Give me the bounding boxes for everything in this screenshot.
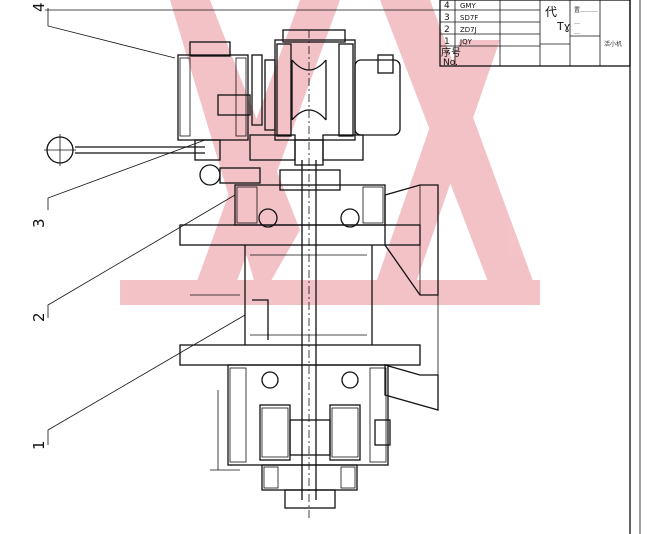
title-block: 4 GMY 3 SD7F 2 ZD7J 1 JQY 序号 No. 代 Tɣ 置……	[439, 0, 631, 68]
column-cn: 代	[545, 5, 557, 19]
row-no-3: 3	[444, 13, 450, 23]
header-en: No.	[443, 58, 458, 68]
row-code-1: JQY	[459, 38, 473, 46]
callout-label-2: 2	[30, 312, 48, 322]
row-code-4: GMY	[460, 2, 476, 10]
header-cn: 序号	[441, 46, 461, 59]
row-no-1: 1	[444, 37, 450, 47]
row-code-2: ZD7J	[460, 26, 477, 34]
assembly	[44, 29, 439, 520]
callout-leaders	[47, 8, 246, 445]
handwritten-note-3: …	[574, 29, 580, 36]
row-code-3: SD7F	[460, 14, 478, 22]
handwritten-note-4: 活小机	[604, 40, 622, 48]
column-en: Tɣ	[556, 20, 571, 33]
row-no-2: 2	[444, 25, 450, 35]
callout-label-1: 1	[30, 440, 48, 450]
callout-label-4: 4	[30, 2, 48, 12]
handwritten-note-2: …	[574, 19, 580, 26]
handwritten-note-1: 置………	[574, 7, 598, 14]
callout-label-3: 3	[30, 218, 48, 228]
row-no-4: 4	[444, 1, 450, 11]
